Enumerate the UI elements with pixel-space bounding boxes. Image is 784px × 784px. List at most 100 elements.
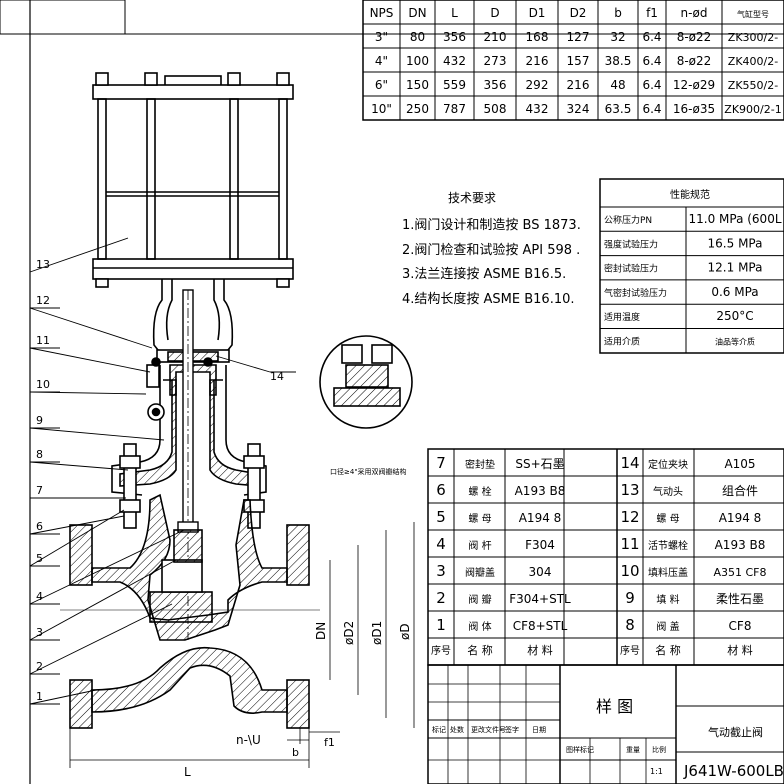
callout-5: 5 [36,552,43,565]
dim-cell-0-1: 80 [410,30,425,44]
perf-value-0: 11.0 MPa (600L [688,212,781,226]
tb-label-4: 签字 [505,725,519,734]
callout-7: 7 [36,484,43,497]
dim-cell-2-3: 356 [484,78,507,92]
valve-body [60,493,320,729]
tb-label2-3: 比例 [652,745,666,754]
parts-header-no-left: 序号 [431,644,451,657]
perf-value-3: 0.6 MPa [711,285,758,299]
part-name-14: 定位夹块 [648,458,688,471]
callout-9: 9 [36,414,43,427]
parts-header-name-right: 名 称 [655,643,681,657]
callout-8: 8 [36,448,43,461]
callout-4: 4 [36,590,43,603]
tb-label2-1: 图样标记 [566,745,594,754]
callout-3: 3 [36,626,43,639]
dim-cell-3-8: 16-ø35 [673,102,715,116]
dim-DN: DN [314,622,328,640]
tech-item-3: 3.法兰连接按 ASME B16.5. [402,266,566,282]
part-mat-8: CF8 [729,619,752,633]
part-name-13: 气动头 [653,485,683,498]
part-no-11: 11 [620,535,639,553]
callout-13: 13 [36,258,50,271]
part-mat-14: A105 [724,457,755,471]
dim-cell-0-4: 168 [526,30,549,44]
dimension-lines [69,522,415,768]
parts-header-no-right: 序号 [620,644,640,657]
part-no-12: 12 [620,508,639,526]
part-mat-10: A351 CF8 [713,566,766,579]
dim-header-1: DN [408,6,426,20]
part-no-6: 6 [436,481,446,499]
dim-cell-3-1: 250 [406,102,429,116]
dim-D2: øD2 [342,621,356,645]
dim-header-0: NPS [370,6,394,20]
dim-D: øD [398,623,412,640]
dim-header-4: D1 [529,6,546,20]
dimension-labels: L DN øD2 øD1 øD b f1 n-\U 口径≥4"采用双阀瓣结构 [184,467,412,779]
detail-view [319,335,413,429]
callout-2: 2 [36,660,43,673]
part-no-5: 5 [436,508,446,526]
perf-label-2: 密封试验压力 [604,263,658,275]
perf-value-5: 油品等介质 [715,337,755,347]
perf-label-3: 气密封试验压力 [604,287,667,299]
callout-numbers: 13 12 11 10 9 8 7 6 5 4 3 2 1 14 [36,258,284,703]
part-mat-13: 组合件 [722,483,758,498]
callout-leaders [29,237,296,705]
part-no-8: 8 [625,616,635,634]
tech-title: 技术要求 [448,191,496,205]
part-mat-12: A194 8 [719,511,762,525]
part-no-1: 1 [436,616,446,634]
part-mat-1: CF8+STL [513,619,568,633]
part-name-12: 螺 母 [656,513,679,525]
dim-cell-3-0: 10" [371,102,392,116]
dim-b: b [292,746,299,759]
part-mat-2: F304+STL [509,592,571,606]
dim-cell-2-2: 559 [443,78,466,92]
sample-label: 样 图 [596,697,633,716]
dim-header-5: D2 [570,6,587,20]
dim-f1: f1 [324,736,335,749]
part-name-4: 阀 杆 [468,539,491,552]
dim-header-7: f1 [646,6,658,20]
perf-label-0: 公称压力PN [604,214,652,226]
actuator [92,72,294,288]
dim-cell-0-7: 6.4 [642,30,661,44]
dim-cell-0-5: 127 [567,30,590,44]
detail-note: 口径≥4"采用双阀瓣结构 [330,467,407,476]
part-no-9: 9 [625,589,635,607]
part-name-9: 填 料 [656,593,679,606]
dim-header-2: L [451,6,458,20]
dim-cell-0-3: 210 [484,30,507,44]
part-no-10: 10 [620,562,639,580]
dim-cell-2-8: 12-ø29 [673,78,715,92]
tech-item-2: 2.阀门检查和试验按 API 598 . [402,242,580,258]
dim-cell-2-6: 48 [610,78,625,92]
dim-cell-1-6: 38.5 [605,54,632,68]
dim-nd: n-\U [236,733,261,747]
drawing-model: J641W-600LB [683,762,784,780]
dim-cell-2-0: 6" [375,78,388,92]
dim-cell-1-4: 216 [526,54,549,68]
dim-cell-3-4: 432 [526,102,549,116]
part-name-6: 螺 栓 [468,485,491,498]
parts-header-mat-left: 材 料 [527,643,553,657]
drawing-name: 气动截止阀 [708,725,763,739]
dim-cell-2-4: 292 [526,78,549,92]
part-no-4: 4 [436,535,446,553]
tb-scale: 1:1 [650,767,663,776]
dim-cell-3-9: ZK900/2-1 [724,103,781,116]
part-mat-4: F304 [525,538,555,552]
dim-cell-2-9: ZK550/2- [728,79,778,92]
tb-label-5: 日期 [532,726,546,734]
parts-header-mat-right: 材 料 [727,643,753,657]
part-mat-11: A193 B8 [715,538,766,552]
callout-1: 1 [36,690,43,703]
part-name-5: 螺 母 [468,513,491,525]
dim-header-9: 气缸型号 [737,9,769,19]
part-no-2: 2 [436,589,446,607]
